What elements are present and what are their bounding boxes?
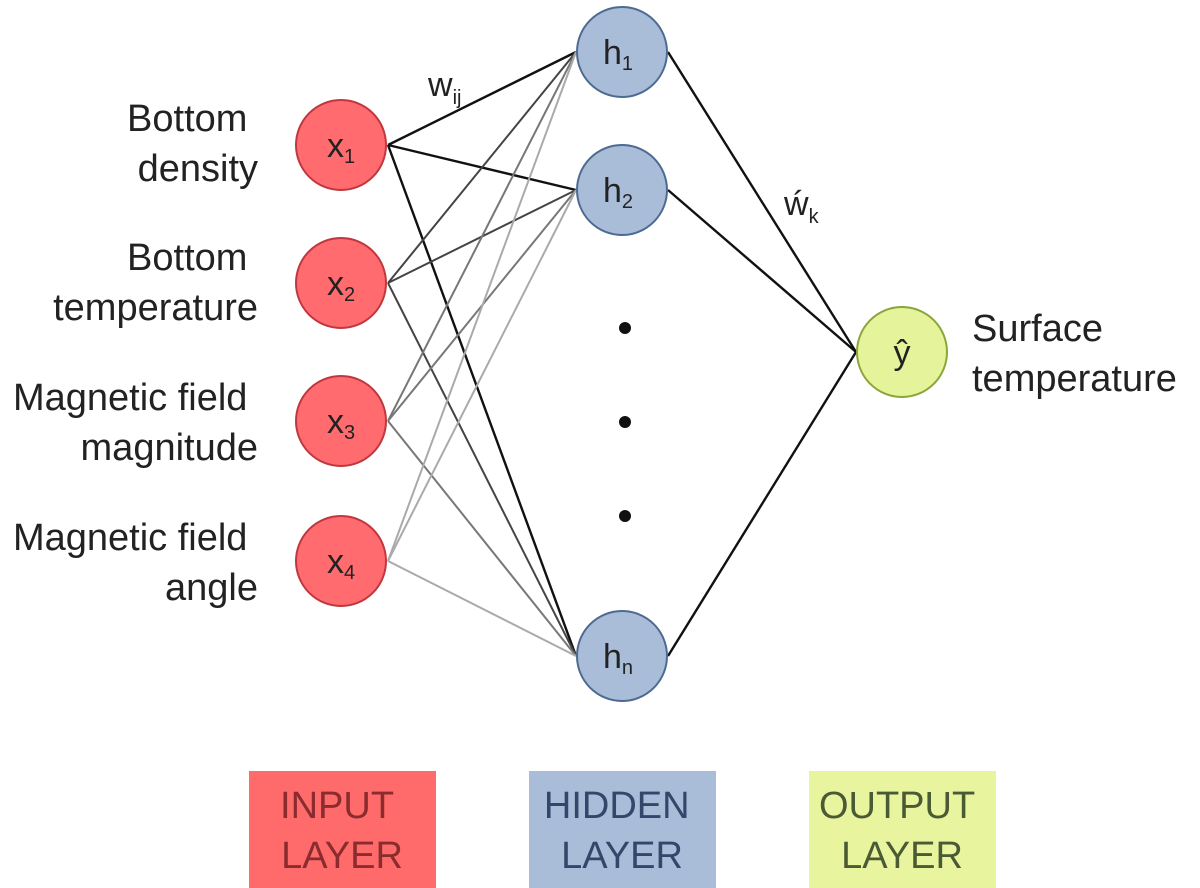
connection-input-hidden	[387, 560, 577, 657]
connection-input-hidden	[387, 50, 577, 147]
input-node-x3: x3	[295, 375, 387, 467]
input-label-bottom-density: Bottom density	[127, 98, 258, 190]
ellipsis-dot	[619, 510, 631, 522]
input-node-x1: x1	[295, 99, 387, 191]
svg-text:x3: x3	[327, 403, 355, 444]
weight-label-wij: wij	[427, 66, 461, 109]
connection-input-hidden	[387, 282, 577, 657]
input-label-magnetic-field-angle: Magnetic field angle	[13, 517, 258, 609]
connection-input-hidden	[386, 144, 578, 657]
output-node-y-hat: ŷ	[856, 306, 948, 398]
svg-text:h1: h1	[603, 34, 633, 75]
svg-text:HIDDEN LAYER: HIDDEN LAYER	[544, 785, 700, 877]
connection-hidden-output	[666, 351, 858, 657]
connection-input-hidden	[387, 420, 577, 657]
hidden-node-h1: h1	[576, 6, 668, 98]
svg-text:ŷ: ŷ	[894, 334, 911, 372]
legend: INPUT LAYER HIDDEN LAYER OUTPUT LAYER	[249, 771, 996, 888]
connection-input-hidden	[387, 51, 577, 562]
connection-input-hidden	[387, 51, 577, 422]
hidden-layer: h1 h2 hn	[576, 6, 668, 702]
input-layer: x1 x2 x3 x4	[295, 99, 387, 607]
svg-text:x1: x1	[327, 127, 355, 168]
input-label-magnetic-field-magnitude: Magnetic field magnitude	[13, 377, 258, 469]
svg-text:x2: x2	[327, 265, 355, 306]
connections	[386, 50, 858, 657]
ellipsis-dots	[619, 322, 631, 522]
input-node-x2: x2	[295, 237, 387, 329]
svg-text:INPUT LAYER: INPUT LAYER	[280, 785, 404, 877]
connection-hidden-output	[666, 51, 858, 353]
legend-output-layer: OUTPUT LAYER	[809, 771, 996, 888]
connection-hidden-output	[667, 189, 857, 353]
ellipsis-dot	[619, 416, 631, 428]
input-node-x4: x4	[295, 515, 387, 607]
hidden-node-hn: hn	[576, 610, 668, 702]
connection-input-hidden	[387, 189, 577, 562]
input-label-bottom-temperature: Bottom temperature	[53, 237, 258, 329]
hidden-node-h2: h2	[576, 144, 668, 236]
legend-input-layer: INPUT LAYER	[249, 771, 436, 888]
connection-input-hidden	[387, 51, 577, 284]
svg-text:x4: x4	[327, 543, 355, 584]
ellipsis-dot	[619, 322, 631, 334]
svg-text:hn: hn	[603, 638, 633, 679]
input-labels: Bottom density Bottom temperature Magnet…	[13, 98, 258, 609]
svg-text:OUTPUT LAYER: OUTPUT LAYER	[819, 785, 985, 877]
weight-label-wk: ẃk	[783, 185, 820, 228]
legend-hidden-layer: HIDDEN LAYER	[529, 771, 716, 888]
output-label-surface-temperature: Surface temperature	[972, 308, 1177, 400]
svg-text:h2: h2	[603, 172, 633, 213]
